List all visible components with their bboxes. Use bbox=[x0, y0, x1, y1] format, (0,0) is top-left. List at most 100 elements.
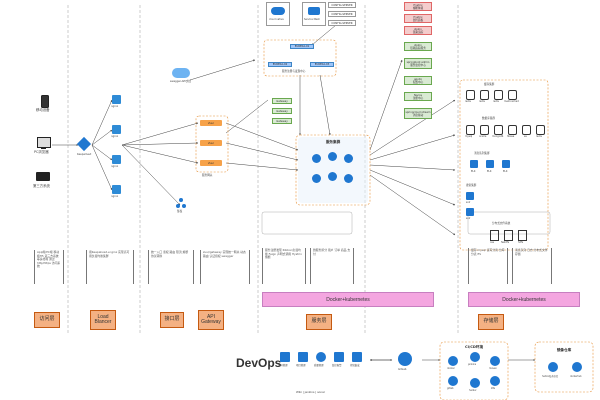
database-icon bbox=[536, 125, 545, 135]
cache-cluster-title: 缓存集群 bbox=[484, 83, 495, 86]
db-label: oracle bbox=[479, 135, 487, 138]
eureka-node-3: EUREKA-03 bbox=[310, 62, 334, 67]
queue-icon bbox=[502, 160, 510, 168]
database-icon bbox=[494, 90, 503, 100]
file-system-title: 分布式文件系统 bbox=[492, 222, 511, 225]
layer-lb: Load Blancer bbox=[90, 310, 116, 330]
service-mesh-node: Service Mesh bbox=[302, 2, 326, 26]
file-label: hdfs bbox=[518, 241, 524, 244]
mobile-icon bbox=[41, 95, 49, 108]
nginx-node-3: nginx bbox=[111, 155, 121, 168]
gitlab-node: GitLab bbox=[398, 352, 412, 371]
nginx-label: nginx bbox=[111, 135, 119, 138]
mesh-icon bbox=[308, 7, 320, 15]
service-desc: 消息驱动 bbox=[412, 113, 424, 117]
service-name: springcloud stream bbox=[405, 110, 431, 114]
tool-label: 项目管理 bbox=[296, 364, 306, 367]
service-name: springboot admin bbox=[406, 60, 430, 64]
service-desc: 熔断降级 bbox=[412, 6, 424, 10]
docker-icon bbox=[448, 356, 458, 366]
eureka-node-1: EUREKA-01 bbox=[290, 44, 314, 49]
queue-icon bbox=[470, 160, 478, 168]
eureka-label: 服务注册与发现中心 bbox=[282, 70, 306, 73]
database-icon bbox=[480, 90, 489, 100]
cloud-icon bbox=[172, 68, 190, 78]
database-icon bbox=[508, 90, 517, 100]
file-icon bbox=[518, 230, 527, 241]
monitor-icon bbox=[334, 352, 344, 362]
k8s-icon bbox=[490, 376, 500, 386]
keepalived-icon bbox=[76, 136, 92, 152]
service-desc: 链路追踪服务 bbox=[410, 46, 426, 50]
registry-label: harbor私有仓库 bbox=[542, 375, 559, 378]
search-node-icon bbox=[466, 192, 474, 200]
share-icon bbox=[176, 198, 186, 208]
search-label: solr bbox=[466, 217, 471, 220]
nginx-node-1: nginx bbox=[111, 95, 121, 108]
db-label: mongodb bbox=[492, 135, 504, 138]
cloud-native-node: cloud native bbox=[266, 2, 290, 26]
code-icon bbox=[280, 352, 290, 362]
service-name: Nacos bbox=[414, 93, 422, 97]
note-lb: 用Keepalived+nginx 实现高可用负载均衡集群 bbox=[86, 250, 134, 284]
database-icon bbox=[494, 125, 503, 135]
auth-node: 鉴权 bbox=[176, 198, 186, 213]
jenkins-icon bbox=[470, 352, 480, 362]
cicd-label: maven bbox=[489, 367, 497, 370]
config-server-3: CONFIG-SERVER bbox=[328, 20, 356, 26]
mq-label: ELK bbox=[471, 170, 476, 173]
config-server-2: CONFIG-SERVER bbox=[328, 11, 356, 17]
search-node-icon bbox=[466, 208, 474, 216]
service-desc: 监控面板 bbox=[412, 18, 424, 22]
config-server-1: CONFIG-SERVER bbox=[328, 2, 356, 8]
keepalived-label: Keepalived bbox=[77, 153, 92, 156]
service-node-icon bbox=[328, 152, 337, 161]
cloud-native-label: cloud native bbox=[269, 18, 284, 21]
registry-title: 镜像仓库 bbox=[556, 348, 572, 352]
service-name: zipkin bbox=[414, 43, 422, 47]
registry-items: harbor私有仓库 dockerhub bbox=[542, 360, 588, 388]
service-cluster-nodes bbox=[308, 150, 360, 198]
nginx-label: nginx bbox=[111, 195, 119, 198]
service-name: Hystrix bbox=[413, 15, 423, 19]
nginx-node-4: nginx bbox=[111, 185, 121, 198]
layer-service: 服务层 bbox=[306, 314, 332, 330]
nginx-label: nginx bbox=[111, 165, 119, 168]
client-mobile-label: 移动设备 bbox=[36, 108, 50, 112]
cicd-label: docker bbox=[447, 367, 455, 370]
nginx-icon bbox=[112, 185, 121, 194]
service-desc: 注册中心 bbox=[412, 96, 424, 100]
eureka-node-2: EUREKA-02 bbox=[268, 62, 292, 67]
service-node-icon bbox=[344, 154, 353, 163]
build-icon bbox=[352, 352, 362, 362]
devops-tools: 代码管理 项目管理 质量管理 监控报警 持续集成 bbox=[278, 352, 370, 378]
search-label: solr bbox=[466, 201, 471, 204]
side-gateway-1: Gateway bbox=[272, 98, 292, 104]
tool-label: 监控报警 bbox=[332, 364, 342, 367]
gitlab-icon bbox=[448, 376, 458, 386]
database-icon bbox=[480, 125, 489, 135]
column-separators bbox=[67, 5, 459, 335]
file-icon bbox=[504, 230, 513, 241]
nginx-label: nginx bbox=[111, 105, 119, 108]
tool-label: 代码管理 bbox=[278, 364, 288, 367]
server-icon bbox=[36, 172, 50, 181]
layer-api-gateway: API Gateway bbox=[198, 310, 224, 330]
client-server-label: 第三方系统 bbox=[33, 184, 50, 188]
file-icon bbox=[490, 230, 499, 241]
swagger-node: swagger-API文档 bbox=[170, 68, 191, 83]
file-label: oss bbox=[490, 241, 494, 244]
zuul-node-2: Zuul bbox=[200, 140, 222, 146]
gateway-cluster-label: 服务网关 bbox=[202, 174, 213, 177]
database-icon bbox=[522, 125, 531, 135]
cloud-icon bbox=[271, 7, 285, 15]
cicd-label: k8s bbox=[491, 387, 495, 390]
database-icon bbox=[508, 125, 517, 135]
layer-gateway-entry: 接口层 bbox=[160, 312, 184, 328]
search-cluster-title: 搜索集群 bbox=[466, 184, 477, 187]
cicd-items: docker jenkins maven gitlab harbor k8s bbox=[446, 352, 502, 396]
